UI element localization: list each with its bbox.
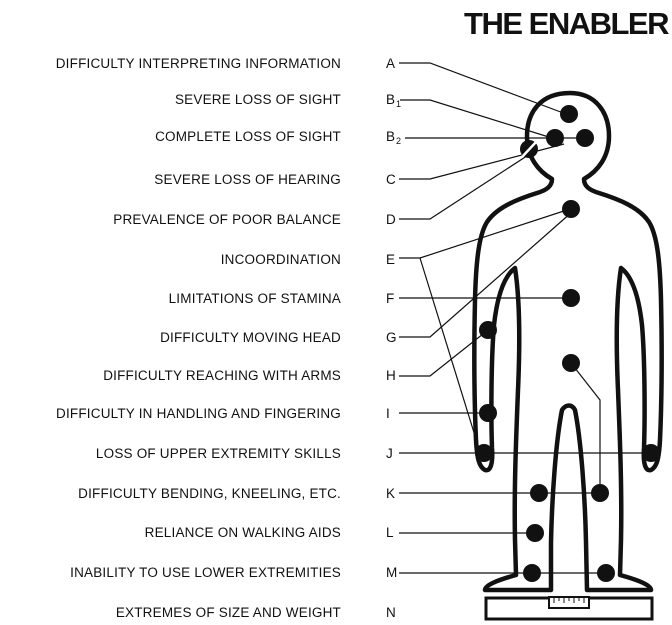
leader-lines (399, 63, 650, 573)
dot-f (562, 289, 580, 307)
leader-e-lower (420, 258, 480, 452)
dot-b1 (546, 129, 564, 147)
leader-d (399, 150, 536, 219)
dot-j-left (475, 444, 493, 462)
dot-h (479, 321, 497, 339)
dot-l (526, 524, 544, 542)
ear-icon (520, 140, 538, 158)
leader-k (399, 363, 600, 493)
dot-k-torso (562, 354, 580, 372)
dot-m-left (523, 564, 541, 582)
scale-icon (486, 597, 652, 619)
leader-c (399, 144, 564, 179)
dot-j-right (642, 444, 660, 462)
dot-m-right (597, 564, 615, 582)
dot-a (560, 105, 578, 123)
dot-i (479, 404, 497, 422)
body-outline (474, 93, 661, 590)
dot-k-right (591, 484, 609, 502)
dot-d (562, 200, 580, 218)
dot-b2 (576, 129, 594, 147)
dot-k-left (530, 484, 548, 502)
leader-a (399, 63, 566, 114)
marker-dots (475, 105, 660, 582)
